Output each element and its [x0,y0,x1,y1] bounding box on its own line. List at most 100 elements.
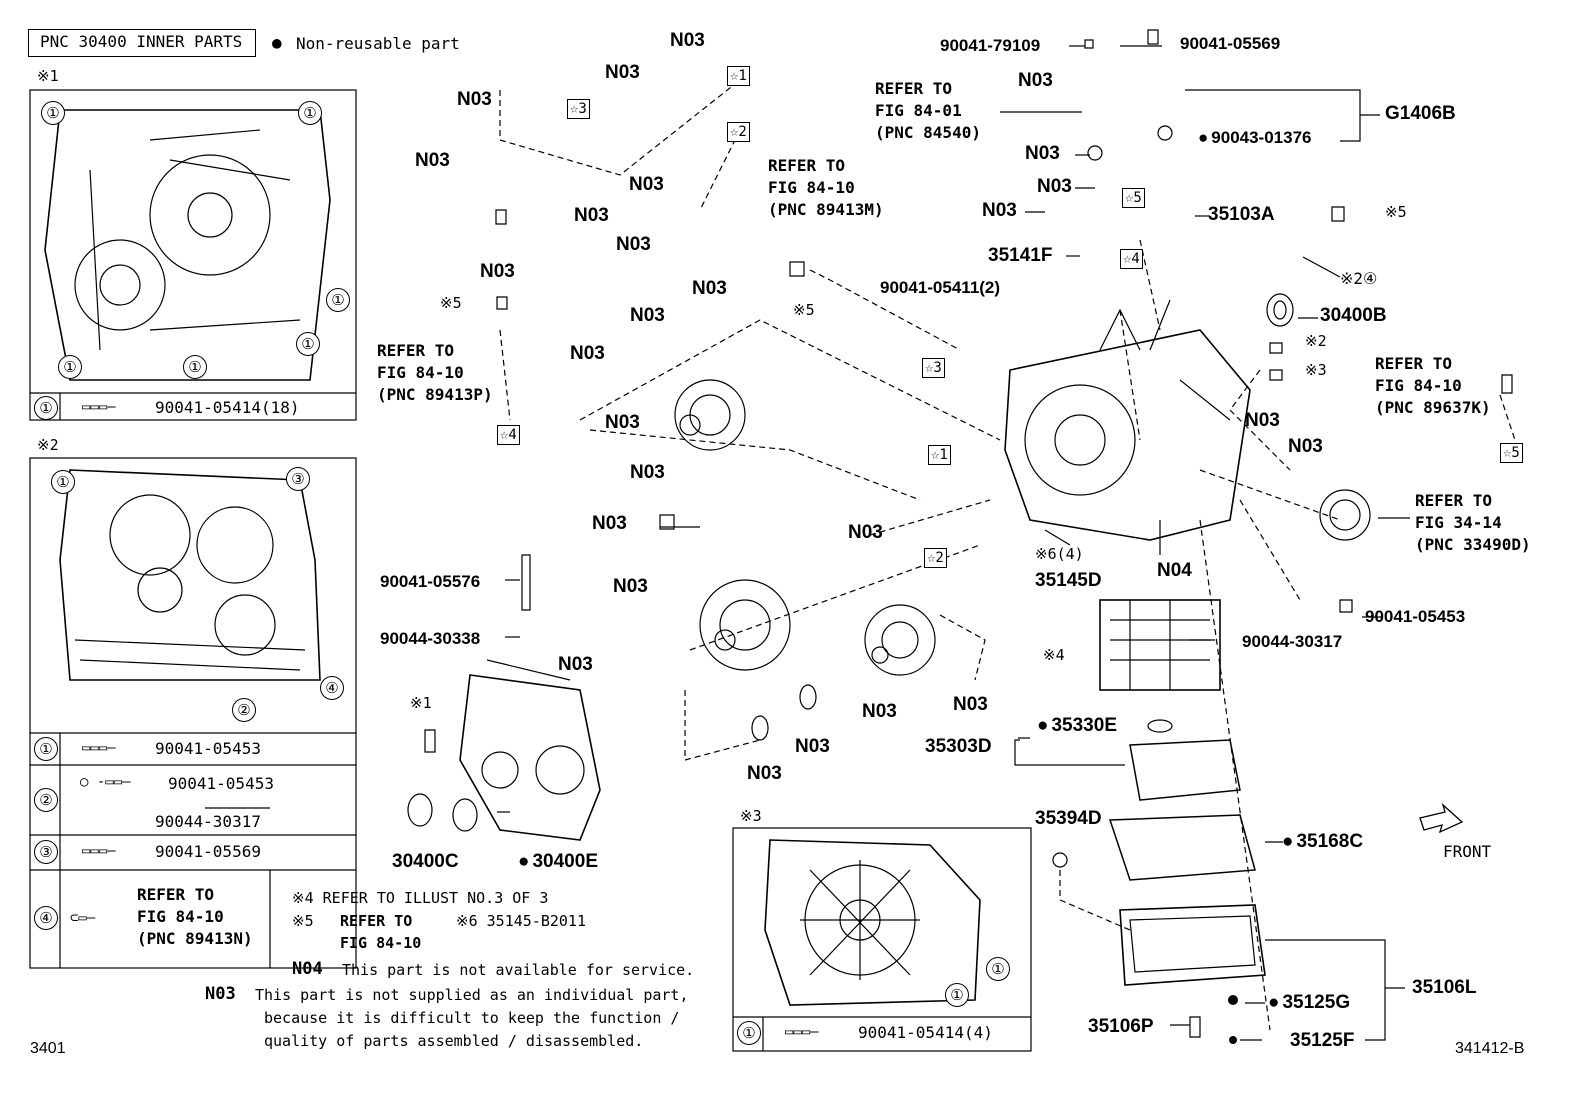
note-n04-text: This part is not available for service. [342,961,695,979]
inset2-part: 90041-05569 [155,842,261,861]
inset2-callout: ③ [286,467,310,491]
part-label: 35145D [1035,570,1102,591]
mark-label: ※5 [440,294,462,312]
inset2-part: 90041-05453 [168,774,274,793]
inset2-callout: ② [232,698,256,722]
refer-text: (PNC 33490D) [1415,535,1531,554]
part-label-nonreusable: 90043-01376 [1198,128,1311,148]
part-label-n03: N03 [848,522,883,543]
inset2-part: 90041-05453 [155,739,261,758]
part-label-n03: N03 [605,62,640,83]
inset1-part: 90041-05414(18) [155,398,300,417]
star-ref: ☆3 [567,99,590,119]
inset2-ref: (PNC 89413N) [137,929,253,948]
inset2-row-num: ③ [34,840,58,864]
refer-text: REFER TO [768,156,846,175]
note-n03-text: because it is difficult to keep the func… [264,1009,680,1027]
inset3-part: 90041-05414(4) [858,1023,993,1042]
star-ref: ☆5 [1500,443,1523,463]
star-ref: ☆3 [922,358,945,378]
part-label-nonreusable: 35168C [1282,831,1363,853]
part-label-n03: N03 [570,343,605,364]
mark-label: ※4 [1043,646,1065,664]
part-label-n03: N03 [616,234,651,255]
note-n03-code: N03 [205,984,236,1004]
part-label: 90044-30317 [1242,632,1343,651]
part-label: 90041-05411(2) [880,278,1001,297]
bolt-icon: ▭▭▭— [82,843,116,859]
part-label-n03: N03 [613,576,648,597]
star-ref: ☆1 [928,445,951,465]
part-label-n03: N03 [670,30,705,51]
mark-label: ※2④ [1340,269,1378,288]
part-label: G1406B [1385,103,1456,124]
part-label-n03: N03 [592,513,627,534]
legend-text: Non-reusable part [296,34,460,53]
refer-text: FIG 34-14 [1415,513,1502,532]
note-5-mark: ※5 [292,912,314,930]
part-label-n03: N03 [1025,143,1060,164]
part-label-n03: N03 [747,763,782,784]
star-ref: ☆4 [1120,249,1143,269]
star-ref: ☆5 [1122,188,1145,208]
bolt-icon: ▭▭▭— [82,399,116,415]
part-label-nonreusable: 35125G [1268,992,1350,1014]
inset2-callout: ① [51,470,75,494]
inset1-callout: ① [183,355,207,379]
part-label-n04: N04 [1157,560,1192,581]
mark-label: ※5 [1385,203,1407,221]
part-label-n03: N03 [457,89,492,110]
part-label: 90044-30338 [380,629,481,648]
part-label: 35106P [1088,1016,1154,1037]
part-label-n03: N03 [574,205,609,226]
refer-text: REFER TO [1375,354,1453,373]
front-label: FRONT [1443,842,1492,861]
note-n04-code: N04 [292,959,323,979]
inset1-callout: ① [296,332,320,356]
star-ref: ☆1 [727,66,750,86]
inset1-callout: ① [41,101,65,125]
part-label: 35125F [1290,1030,1355,1051]
part-label: 30400B [1320,305,1387,326]
refer-text: REFER TO [875,79,953,98]
note-6: ※6 35145-B2011 [456,912,586,930]
mark-label: ※3 [1305,361,1327,379]
refer-text: REFER TO [1415,491,1493,510]
part-label: 30400C [392,851,459,872]
mark-label: ※6(4) [1035,545,1084,563]
part-label-n03: N03 [953,694,988,715]
pnc-label: PNC 30400 INNER PARTS [40,32,243,51]
inset1-row-num: ① [34,396,58,420]
mark-label: ※1 [410,694,432,712]
washer-icon: ○ ‐▭▭— [80,774,131,790]
legend-dot: ● [272,33,282,52]
refer-text: FIG 84-10 [377,363,464,382]
inset1-mark: ※1 [37,67,59,85]
sensor-icon: ⊂▭— [70,910,96,926]
inset2-mark: ※2 [37,436,59,454]
mark-label: ※5 [793,301,815,319]
refer-text: (PNC 89637K) [1375,398,1491,417]
part-label-n03: N03 [605,412,640,433]
inset3-row-num: ① [737,1021,761,1045]
part-label: 90041-05453 [1365,607,1466,626]
part-label: 90041-05576 [380,572,481,591]
inset2-ref: REFER TO [137,885,215,904]
part-label-n03: N03 [629,174,664,195]
star-ref: ☆4 [497,425,520,445]
part-label: 35141F [988,245,1053,266]
part-label: 35394D [1035,808,1102,829]
part-label-n03: N03 [1037,176,1072,197]
inset1-callout: ① [326,288,350,312]
part-label-nonreusable: 35330E [1037,715,1117,737]
part-label: 35106L [1412,977,1477,998]
refer-text: (PNC 89413M) [768,200,884,219]
note-5-ref: REFER TO [340,912,413,930]
part-label-n03: N03 [982,200,1017,221]
refer-text: (PNC 89413P) [377,385,493,404]
inset2-callout: ④ [320,676,344,700]
part-label-n03: N03 [558,654,593,675]
part-label-n03: N03 [415,150,450,171]
part-label: 90041-79109 [940,36,1041,55]
